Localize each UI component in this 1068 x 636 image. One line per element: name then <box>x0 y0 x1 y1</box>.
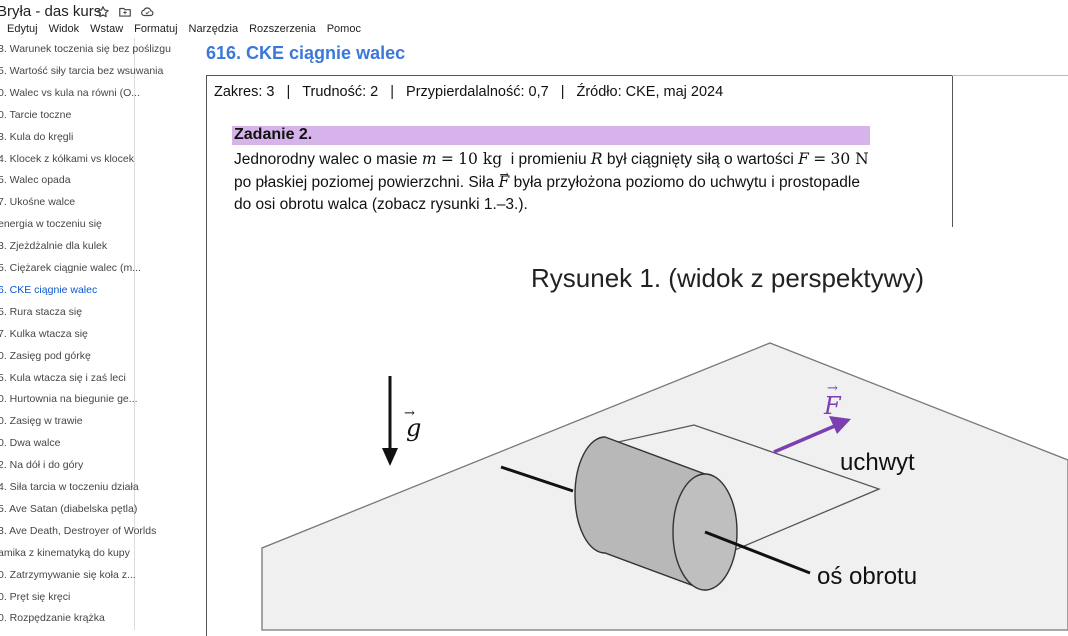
math-eq: = <box>440 150 454 168</box>
outline-item[interactable]: 3. Ave Death, Destroyer of Worlds <box>0 524 157 537</box>
task-text-segment: była przyłożona poziomo do uchwytu i pro… <box>513 174 860 191</box>
math-vec-f: F→ <box>498 168 510 191</box>
task-meta: Zakres: 3 | Trudność: 2 | Przypierdalalność:… <box>214 84 723 100</box>
task-text-segment: po płaskiej poziomej powierzchni. Siła <box>234 174 495 191</box>
task-text-segment: Jednorodny walec o masie <box>234 151 418 168</box>
outline-item[interactable]: 0. Zasięg pod górkę <box>0 349 91 362</box>
title-icons <box>95 4 155 20</box>
outline-item[interactable]: 0. Dwa walce <box>0 437 61 450</box>
menu-3[interactable]: Formatuj <box>134 23 178 35</box>
outline-item[interactable]: 7. Kulka wtacza się <box>0 327 88 340</box>
task-line-3: do osi obrotu walca (zobacz rysunki 1.–3… <box>234 196 528 213</box>
gravity-label: g <box>406 414 421 442</box>
menu-0[interactable]: Edytuj <box>7 23 38 35</box>
document-outline: 3. Warunek toczenia się bez poślizgu 5. W… <box>0 38 171 630</box>
math-mass-value: 10 kg <box>458 150 503 168</box>
rotation-axis-back <box>500 465 574 493</box>
outline-item[interactable]: 0. Hurtownia na biegunie ge... <box>0 393 138 406</box>
menu-1[interactable]: Widok <box>48 23 80 35</box>
menu-4[interactable]: Narzędzia <box>188 23 239 35</box>
outline-item[interactable]: 5. Wartość siły tarcia bez wsuwania <box>0 64 164 77</box>
math-var-m: m <box>421 150 437 168</box>
document-title[interactable]: Bryła - das kurs <box>0 3 102 20</box>
math-eq: = <box>813 150 827 168</box>
menu-bar: Edytuj Widok Wstaw Formatuj Narzędzia Rozszer… <box>7 22 366 37</box>
meta-separator: | <box>286 84 291 100</box>
outline-item[interactable]: amika z kinematyką do kupy <box>0 546 130 559</box>
menu-2[interactable]: Wstaw <box>90 23 124 35</box>
frame-divider <box>952 75 953 227</box>
task-line-1: Jednorodny walec o masie m = 10 kg i pro… <box>234 148 874 171</box>
gravity-arrowhead <box>382 448 398 466</box>
menu-6[interactable]: Pomoc <box>326 23 361 35</box>
outline-item[interactable]: 0. Tarcie toczne <box>0 108 72 121</box>
meta-separator: | <box>390 84 395 100</box>
task-title: Zadanie 2. <box>234 126 313 143</box>
outline-item[interactable]: 5. Ave Satan (diabelska pętla) <box>0 502 138 515</box>
task-text: Jednorodny walec o masie m = 10 kg i pro… <box>234 148 874 216</box>
outline-item[interactable]: energia w toczeniu się <box>0 218 102 231</box>
force-arrowhead <box>829 416 851 434</box>
outline-item[interactable]: 0. Zatrzymywanie się koła z... <box>0 568 136 581</box>
task-line-2: po płaskiej poziomej powierzchni. Siła F… <box>234 168 874 194</box>
meta-zakres: Zakres: 3 <box>214 84 275 100</box>
outline-item[interactable]: 5. Kula wtacza się i zaś leci <box>0 371 126 384</box>
force-vector-arrow: → <box>827 381 838 396</box>
outline-item[interactable]: 0. Rozpędzanie krążka <box>0 612 105 625</box>
folder-icon[interactable] <box>117 4 133 20</box>
top-bar: Bryła - das kurs Edytuj Widok Wstaw Formatu… <box>0 0 1068 40</box>
outline-item[interactable]: 4. Klocek z kółkami vs klocek <box>0 152 134 165</box>
figure-perspective: Rysunek 1. (widok z perspektywy) g → F →… <box>261 263 1068 631</box>
outline-item[interactable]: 3. Kula do kręgli <box>0 130 74 143</box>
outline-item[interactable]: 5. Ciężarek ciągnie walec (m... <box>0 262 141 274</box>
task-text-segment: był ciągnięty siłą o wartości <box>606 151 794 168</box>
menu-5[interactable]: Rozszerzenia <box>249 23 316 35</box>
outline-item[interactable]: 7. Ukośne walce <box>0 196 76 209</box>
task-title-highlight <box>232 126 870 145</box>
outline-item[interactable]: 2. Na dół i do góry <box>0 459 84 472</box>
figure-caption: Rysunek 1. (widok z perspektywy) <box>531 263 924 293</box>
outline-item[interactable]: 5. Rura stacza się <box>0 305 83 318</box>
frame-top-line <box>952 75 1068 76</box>
outline-item[interactable]: 3. Warunek toczenia się bez poślizgu <box>0 43 171 55</box>
outline-item[interactable]: 0. Zasięg w trawie <box>0 415 83 428</box>
meta-przypierdalalnosc: Przypierdalalność: 0,7 <box>406 84 549 100</box>
meta-trudnosc: Trudność: 2 <box>302 84 379 100</box>
meta-separator: | <box>560 84 565 100</box>
outline-item[interactable]: 0. Walec vs kula na równi (O... <box>0 86 140 99</box>
task-text-segment: i promieniu <box>510 151 587 168</box>
math-var-f: F <box>798 150 809 168</box>
handle-label: uchwyt <box>840 449 915 476</box>
rotation-axis-front <box>704 530 811 575</box>
math-force-value: 30 N <box>830 150 869 168</box>
page-title: 616. CKE ciągnie walec <box>206 43 406 63</box>
cloud-icon[interactable] <box>139 4 155 20</box>
gravity-vector-arrow: → <box>404 406 415 421</box>
axis-label: oś obrotu <box>817 563 917 590</box>
outline-item[interactable]: 3. Zjeżdżalnie dla kulek <box>0 240 108 253</box>
meta-zrodlo: Źródło: CKE, maj 2024 <box>576 84 724 100</box>
outline-item[interactable]: 6. CKE ciągnie walec <box>0 283 98 296</box>
math-var-r: R <box>590 150 603 168</box>
outline-item[interactable]: 5. Walec opada <box>0 174 71 187</box>
force-label: F <box>823 392 842 420</box>
force-arrow <box>773 423 838 454</box>
handle-frame <box>586 424 881 553</box>
outline-item[interactable]: 0. Pręt się kręci <box>0 590 71 603</box>
star-icon[interactable] <box>95 4 111 20</box>
outline-item[interactable]: 4. Siła tarcia w toczeniu działa <box>0 481 139 493</box>
